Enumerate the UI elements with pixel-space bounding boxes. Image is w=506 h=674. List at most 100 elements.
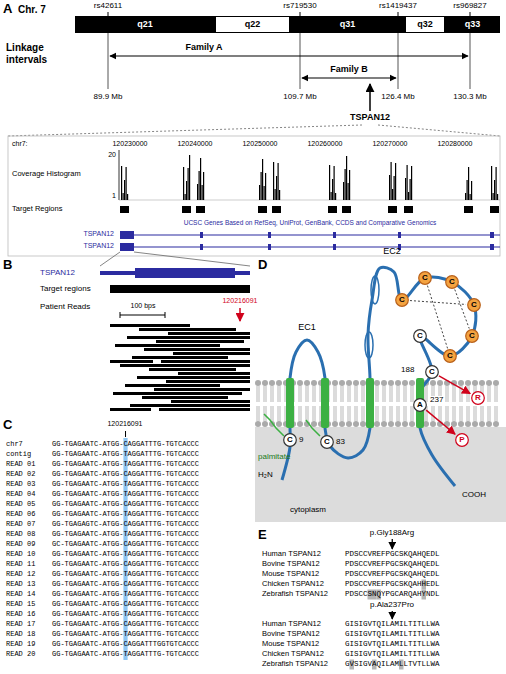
lipid-bilayer: [488, 386, 490, 421]
lipid-bilayer: [332, 380, 338, 386]
coverage-histogram: [188, 168, 189, 200]
gene-track: [200, 244, 203, 250]
sequence-text: READ 08: [6, 530, 35, 538]
patient-reads: [110, 324, 250, 411]
lipid-bilayer: [409, 380, 415, 386]
coverage-histogram: [196, 206, 205, 213]
label-text: Chicken TSPAN12: [262, 580, 324, 589]
gene-track: [490, 232, 494, 238]
ec2-helix: [365, 332, 373, 358]
patient-reads: [130, 404, 250, 407]
residue-letter: P: [455, 433, 469, 447]
coverage-histogram: [328, 206, 337, 213]
lipid-bilayer: [257, 386, 259, 421]
lipid-bilayer: [313, 386, 315, 421]
sequence-text: GC-TGAGAATC-ATGG-CAGGATTTG-TGTCACCC: [52, 540, 199, 548]
coverage-histogram: [185, 194, 186, 200]
zoom-line: [100, 252, 120, 266]
label-text: A: [3, 2, 12, 17]
sequence-text: GG-TGAGAATC-ATGG-TAGGATTTG-TGTCACCC: [52, 460, 199, 468]
coverage-histogram: [186, 181, 187, 200]
residue-circle: C: [465, 329, 479, 343]
circle-outline: [456, 434, 469, 447]
coverage-histogram: [329, 165, 330, 200]
residue-number: 237: [429, 396, 444, 405]
lipid-bilayer: [381, 421, 387, 427]
disulfide-bond: [410, 301, 466, 305]
lipid-bilayer: [409, 421, 415, 427]
label-text: 120270000: [372, 140, 407, 148]
sequence-text: READ 06: [6, 510, 35, 518]
sequence-text: GG-TGAGAATC-ATGG-TAGGATTTG-TGTCACCC: [52, 630, 199, 638]
label-text: Zebrafish TSPAN12: [262, 590, 328, 599]
label-text: Mouse TSPAN12: [262, 570, 319, 579]
sequence-text: GG-TGAGAATC-ATGG-CAGGATTTG-TGTCACCC: [52, 560, 199, 568]
lipid-bilayer: [486, 380, 492, 386]
sequence-text: GG-TGAGAATC-ATGG-CAGGATTTG-TGTCACCC: [52, 500, 199, 508]
residue-letter: R: [471, 391, 485, 405]
sequence-text: READ 15: [6, 600, 35, 608]
lipid-bilayer: [311, 380, 317, 386]
lipid-bilayer: [479, 380, 485, 386]
patient-reads: [132, 356, 228, 359]
coverage-histogram: [395, 163, 396, 200]
coverage-histogram: [346, 156, 347, 200]
label-text: Human TSPAN12: [262, 550, 321, 559]
gene-track: [120, 243, 134, 251]
lipid-bilayer: [404, 386, 406, 421]
residue-circle: C: [418, 271, 432, 285]
coverage-histogram: [331, 192, 332, 200]
residue-arrow: [392, 611, 393, 619]
coverage-histogram: [278, 163, 279, 200]
label-text: 100 bps: [131, 302, 156, 310]
patient-reads: [127, 336, 250, 339]
label-text: 120240000: [177, 140, 212, 148]
lipid-bilayer: [446, 386, 448, 421]
patient-reads: [178, 372, 250, 375]
label-text: rs969827: [453, 1, 486, 10]
residue-circle: C188: [425, 365, 439, 379]
residue-circle: C: [413, 329, 427, 343]
gene-track: [398, 232, 401, 238]
lipid-bilayer: [458, 380, 464, 386]
lipid-bilayer: [276, 421, 282, 427]
label-text: 20: [108, 151, 116, 159]
coverage-histogram: [127, 194, 128, 200]
sequence-text: GG-TGAGAATC-ATGG-TAGGATTTG-TGTCACCC: [52, 450, 199, 458]
residue-number: 9: [299, 436, 303, 445]
gene-pointer: [369, 84, 371, 111]
patient-reads: [110, 408, 151, 411]
coverage-histogram: [275, 189, 276, 200]
lipid-bilayer: [297, 380, 303, 386]
transmembrane-helix: [321, 378, 329, 428]
label-text: C: [3, 418, 12, 433]
linkage-interval: [110, 56, 468, 78]
interval-boundary: [300, 33, 301, 89]
coverage-histogram: [276, 176, 277, 200]
circle-outline: [414, 330, 427, 343]
coverage-histogram: [348, 183, 349, 200]
patient-reads: [139, 328, 236, 331]
lipid-bilayer: [460, 386, 462, 421]
circle-outline: [419, 272, 432, 285]
circle-outline: [284, 434, 297, 447]
circle-outline: [468, 299, 481, 312]
lipid-bilayer: [472, 380, 478, 386]
patient-reads: [125, 384, 220, 387]
sequence-text: GG-TGAGAATC-ATGG-TAGGATTTG-TGTCACCC: [52, 490, 199, 498]
residue-circle: C: [395, 293, 409, 307]
sequence-text: contig: [6, 450, 31, 458]
patient-reads: [159, 408, 250, 411]
lipid-bilayer: [402, 380, 408, 386]
patient-reads: [149, 368, 236, 371]
residue-circle: P: [455, 433, 469, 447]
sequence-text: READ 20: [6, 650, 35, 658]
coverage-histogram: [464, 206, 473, 213]
sequence-text: GG-TGAGAATC-ATGG-TAGGATTTG-TGTCACCC: [52, 530, 199, 538]
coverage-histogram: [349, 170, 350, 200]
patient-reads: [137, 376, 250, 379]
band-name: q22: [245, 20, 261, 29]
patient-reads: [113, 392, 242, 395]
sequence-text: READ 01: [6, 460, 35, 468]
coverage-histogram: [121, 166, 122, 200]
